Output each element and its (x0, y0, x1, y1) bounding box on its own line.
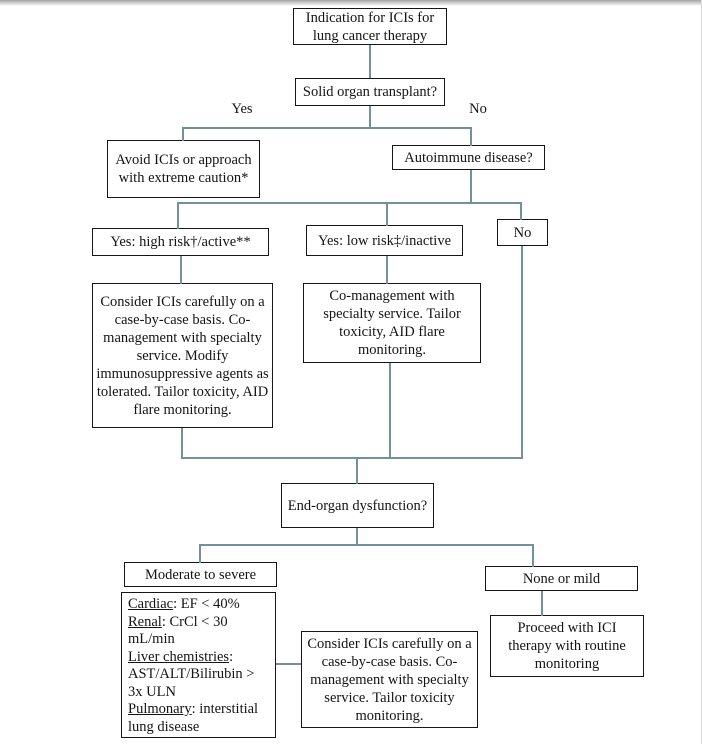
node-no: No (497, 219, 548, 246)
connector (541, 591, 543, 616)
criteria-row-cardiac: Cardiac: EF < 40% (128, 596, 269, 614)
node-indication: Indication for ICIs for lung cancer ther… (293, 8, 447, 45)
window-top-edge (0, 0, 701, 6)
node-yes-low-risk: Yes: low risk‡/inactive (306, 225, 463, 256)
node-yes-high-risk: Yes: high risk†/active** (92, 228, 269, 256)
connector (470, 127, 472, 146)
criteria-label-cardiac: Cardiac (128, 596, 174, 612)
connector (389, 363, 391, 459)
criteria-text-renal: : CrCl < 30 mL/min (128, 613, 228, 648)
node-consider-icis-case-by-case: Consider ICIs carefully on a case-by-cas… (301, 631, 478, 728)
connector (386, 202, 388, 226)
connector (356, 528, 358, 546)
node-solid-organ-transplant: Solid organ transplant? (295, 78, 445, 106)
connector (470, 170, 472, 203)
connector (181, 457, 523, 459)
criteria-label-liver: Liver chemistries (128, 648, 230, 665)
node-consider-icis-modify-agents: Consider ICIs carefully on a case-by-cas… (92, 283, 273, 428)
node-comanagement-specialty: Co-management with specialty service. Ta… (303, 283, 481, 363)
connector (199, 544, 534, 546)
connector (356, 457, 358, 484)
connector (369, 106, 371, 128)
criteria-row-liver-values: AST/ALT/Bilirubin > 3x ULN (128, 666, 269, 701)
criteria-text-cardiac: : EF < 40% (173, 596, 240, 612)
connector (532, 544, 534, 567)
criteria-row-pulmonary: Pulmonary: interstitial lung disease (128, 701, 269, 736)
connector (386, 256, 388, 284)
node-proceed-with-ici: Proceed with ICI therapy with routine mo… (490, 615, 644, 677)
connector (180, 256, 182, 284)
criteria-label-pulmonary: Pulmonary (128, 701, 192, 717)
node-moderate-to-severe: Moderate to severe (124, 562, 277, 587)
connector (181, 428, 183, 459)
criteria-row-renal: Renal: CrCl < 30 mL/min (128, 614, 269, 649)
connector (520, 202, 522, 220)
criteria-text-liver-values: AST/ALT/Bilirubin > 3x ULN (128, 666, 255, 700)
edge-label-no: No (469, 101, 487, 117)
node-autoimmune-disease: Autoimmune disease? (392, 145, 545, 170)
connector (182, 127, 472, 129)
criteria-row-liver: Liver chemistries: (128, 649, 269, 667)
edge-label-yes: Yes (231, 101, 253, 117)
connector (276, 663, 301, 665)
connector (521, 246, 523, 459)
connector (177, 202, 522, 204)
criteria-label-renal: Renal (128, 613, 162, 630)
node-avoid-icis: Avoid ICIs or approach with extreme caut… (107, 140, 260, 198)
connector (199, 544, 201, 563)
connector (369, 45, 371, 78)
criteria-text-liver: : (229, 648, 234, 665)
criteria-text-pulmonary: : interstitial lung disease (128, 701, 259, 735)
node-end-organ-dysfunction: End-organ dysfunction? (281, 483, 434, 528)
connector (177, 202, 179, 229)
node-organ-criteria: Cardiac: EF < 40% Renal: CrCl < 30 mL/mi… (121, 592, 276, 738)
connector (182, 127, 184, 141)
node-none-or-mild: None or mild (485, 566, 638, 591)
